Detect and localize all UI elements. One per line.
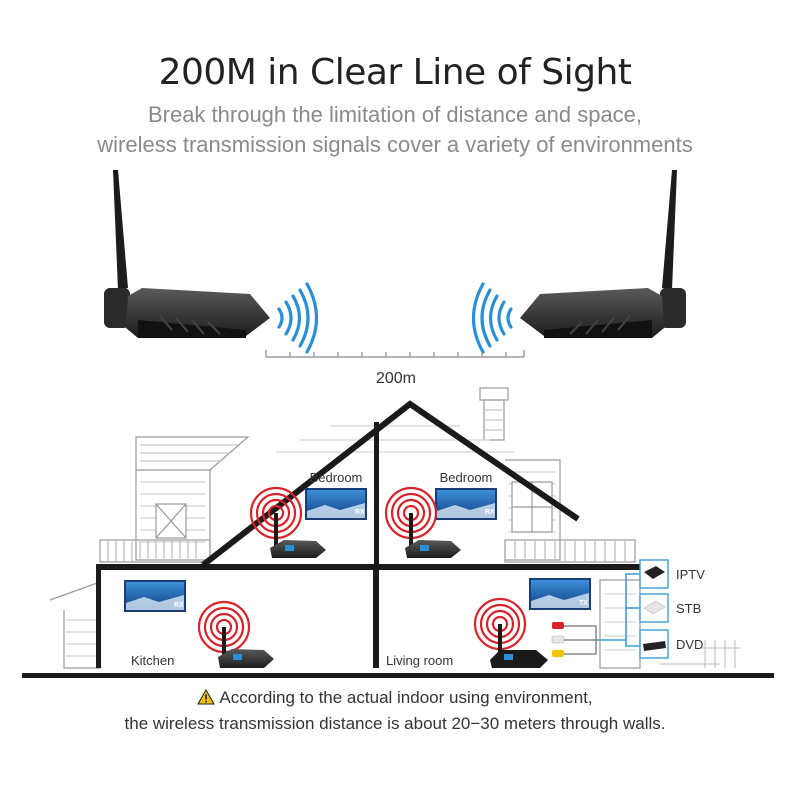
av-cable-connectors [551, 622, 597, 657]
tv-bedroom-left: RX [305, 488, 367, 520]
source-label-iptv: IPTV [676, 567, 705, 582]
left-transmitter-device [104, 170, 270, 338]
room-label-bedroom-right: Bedroom [440, 470, 493, 485]
receiver-bedroom-right [405, 513, 461, 558]
transmitter-living-room [490, 624, 548, 668]
warning-icon [197, 689, 216, 705]
tv-bedroom-right: RX [435, 488, 497, 520]
tv-badge-rx: RX [485, 509, 495, 516]
source-iptv [639, 559, 669, 589]
footer-note-line-1: According to the actual indoor using env… [0, 688, 790, 708]
source-connectors [596, 573, 640, 647]
tv-badge-rx: RX [355, 509, 365, 516]
receiver-bedroom-left [270, 513, 326, 558]
subtitle-line-1: Break through the limitation of distance… [147, 102, 643, 127]
footer-note-line-2: the wireless transmission distance is ab… [124, 714, 666, 733]
source-label-dvd: DVD [676, 637, 703, 652]
room-label-kitchen: Kitchen [131, 653, 174, 668]
subtitle-line-2: wireless transmission signals cover a va… [97, 132, 693, 157]
source-dvd [639, 629, 669, 659]
tv-badge-rx: RX [174, 602, 184, 609]
receiver-kitchen [218, 627, 274, 668]
house-main-structure [22, 400, 774, 678]
tv-living-room: TX [529, 578, 591, 610]
left-signal-waves [277, 282, 318, 354]
tv-kitchen: RX [124, 580, 186, 612]
source-stb [639, 593, 669, 623]
page-title: 200M in Clear Line of Sight [158, 52, 632, 93]
distance-label: 200m [376, 370, 416, 387]
house-outline [49, 387, 740, 669]
distance-ruler [265, 350, 525, 358]
footer-note-text-1: According to the actual indoor using env… [219, 688, 593, 707]
right-signal-waves [472, 282, 513, 354]
room-label-living-room: Living room [386, 653, 453, 668]
source-label-stb: STB [676, 601, 701, 616]
tv-badge-tx: TX [579, 600, 588, 607]
right-receiver-device [520, 170, 686, 338]
room-label-bedroom-left: Bedroom [310, 470, 363, 485]
